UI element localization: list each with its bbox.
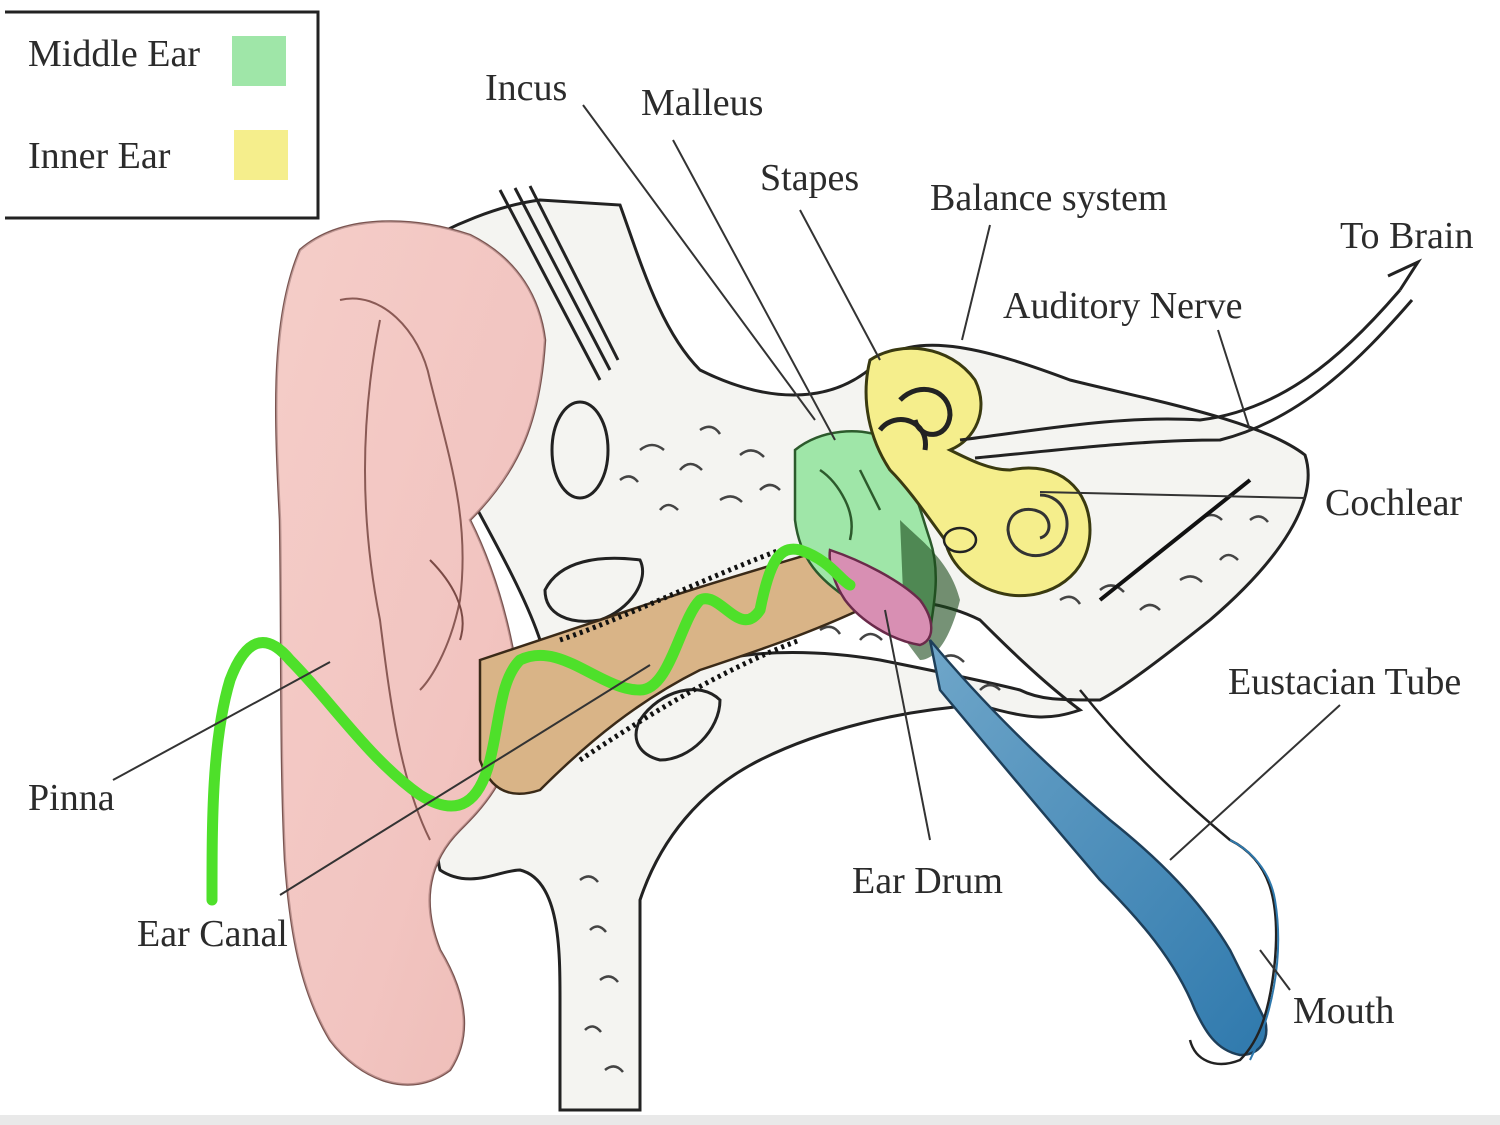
legend-label-middle-ear: Middle Ear xyxy=(28,33,200,75)
label-malleus: Malleus xyxy=(641,82,763,124)
legend-label-inner-ear: Inner Ear xyxy=(28,135,171,177)
leader-stapes xyxy=(799,209,881,361)
inner-ear-shape xyxy=(864,346,1092,598)
ear-canal-hairs xyxy=(559,547,801,763)
eustachian-tube-region xyxy=(928,639,1268,1057)
leader-malleus xyxy=(672,139,836,441)
ossicles xyxy=(819,468,882,541)
leader-ear-drum xyxy=(884,609,931,841)
legend-swatch-middle-ear xyxy=(232,36,286,86)
legend-swatch-inner-ear xyxy=(234,130,288,180)
label-eustacian-tube: Eustacian Tube xyxy=(1228,661,1461,703)
leader-auditory-nerve xyxy=(1217,329,1251,431)
label-to-brain: To Brain xyxy=(1340,215,1473,257)
mouth-fibres xyxy=(1229,839,1280,1061)
inner-ear-region xyxy=(864,346,1092,598)
leader-mouth xyxy=(1259,949,1291,991)
label-ear-drum: Ear Drum xyxy=(852,860,1003,902)
label-mouth: Mouth xyxy=(1293,990,1394,1032)
pinna-shading xyxy=(276,221,545,1085)
leader-balance-system xyxy=(961,224,991,341)
label-ear-canal: Ear Canal xyxy=(137,913,288,955)
leader-incus xyxy=(582,104,816,421)
bottom-strip xyxy=(0,1115,1500,1125)
leader-ear-canal xyxy=(279,664,651,896)
labels: Incus Malleus Stapes Balance system To B… xyxy=(28,67,1473,1032)
leader-pinna xyxy=(112,661,331,781)
legend: Middle Ear Inner Ear xyxy=(5,10,320,220)
pharynx-outline xyxy=(1079,689,1278,1066)
pinna-helix-inner xyxy=(364,319,431,841)
ear-canal-region xyxy=(478,543,882,795)
label-auditory-nerve: Auditory Nerve xyxy=(1003,285,1243,327)
pinna-antihelix xyxy=(339,297,464,691)
pinna xyxy=(274,220,547,1086)
bone-texture xyxy=(579,425,1269,1073)
leader-cochlear xyxy=(1039,491,1306,499)
label-pinna: Pinna xyxy=(28,777,115,819)
label-stapes: Stapes xyxy=(760,157,859,199)
sound-wave xyxy=(206,543,856,906)
ear-drum-region xyxy=(828,548,933,647)
label-balance-system: Balance system xyxy=(930,177,1167,219)
cochlea-spiral xyxy=(1006,493,1069,558)
label-cochlear: Cochlear xyxy=(1325,482,1463,524)
leader-eustacian-tube xyxy=(1169,704,1341,861)
to-brain-arrow-icon xyxy=(1387,258,1423,291)
leader-lines xyxy=(112,104,1341,991)
auditory-nerve xyxy=(959,258,1423,602)
label-incus: Incus xyxy=(485,67,567,109)
